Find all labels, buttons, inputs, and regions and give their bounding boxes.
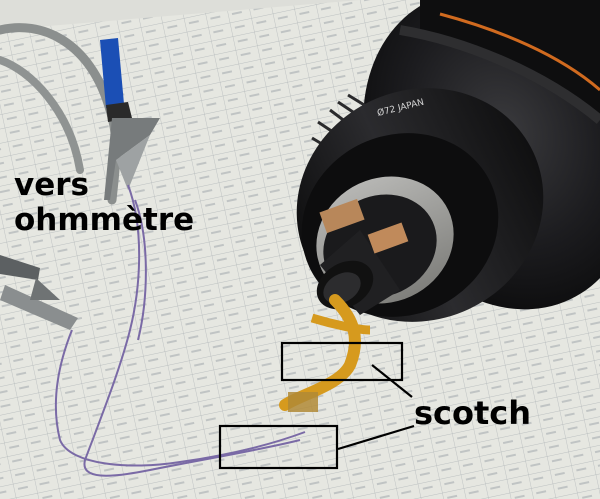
annotation-box-lower xyxy=(218,424,339,470)
alligator-clip-left xyxy=(0,255,78,330)
ohmmeter-label-line1: vers xyxy=(14,167,89,203)
grey-cable-2 xyxy=(0,56,84,174)
pointer-line-upper xyxy=(371,364,413,398)
orange-ring xyxy=(439,12,600,92)
annotation-box-upper xyxy=(280,341,404,382)
camera-lens xyxy=(296,0,600,322)
flex-cable xyxy=(279,294,371,412)
tape-label: scotch xyxy=(414,394,532,432)
alligator-clip-blue xyxy=(100,38,160,200)
purple-wires xyxy=(54,184,306,477)
ohmmeter-label-line2: ohmmètre xyxy=(14,202,195,238)
pointer-line-lower xyxy=(337,424,415,451)
